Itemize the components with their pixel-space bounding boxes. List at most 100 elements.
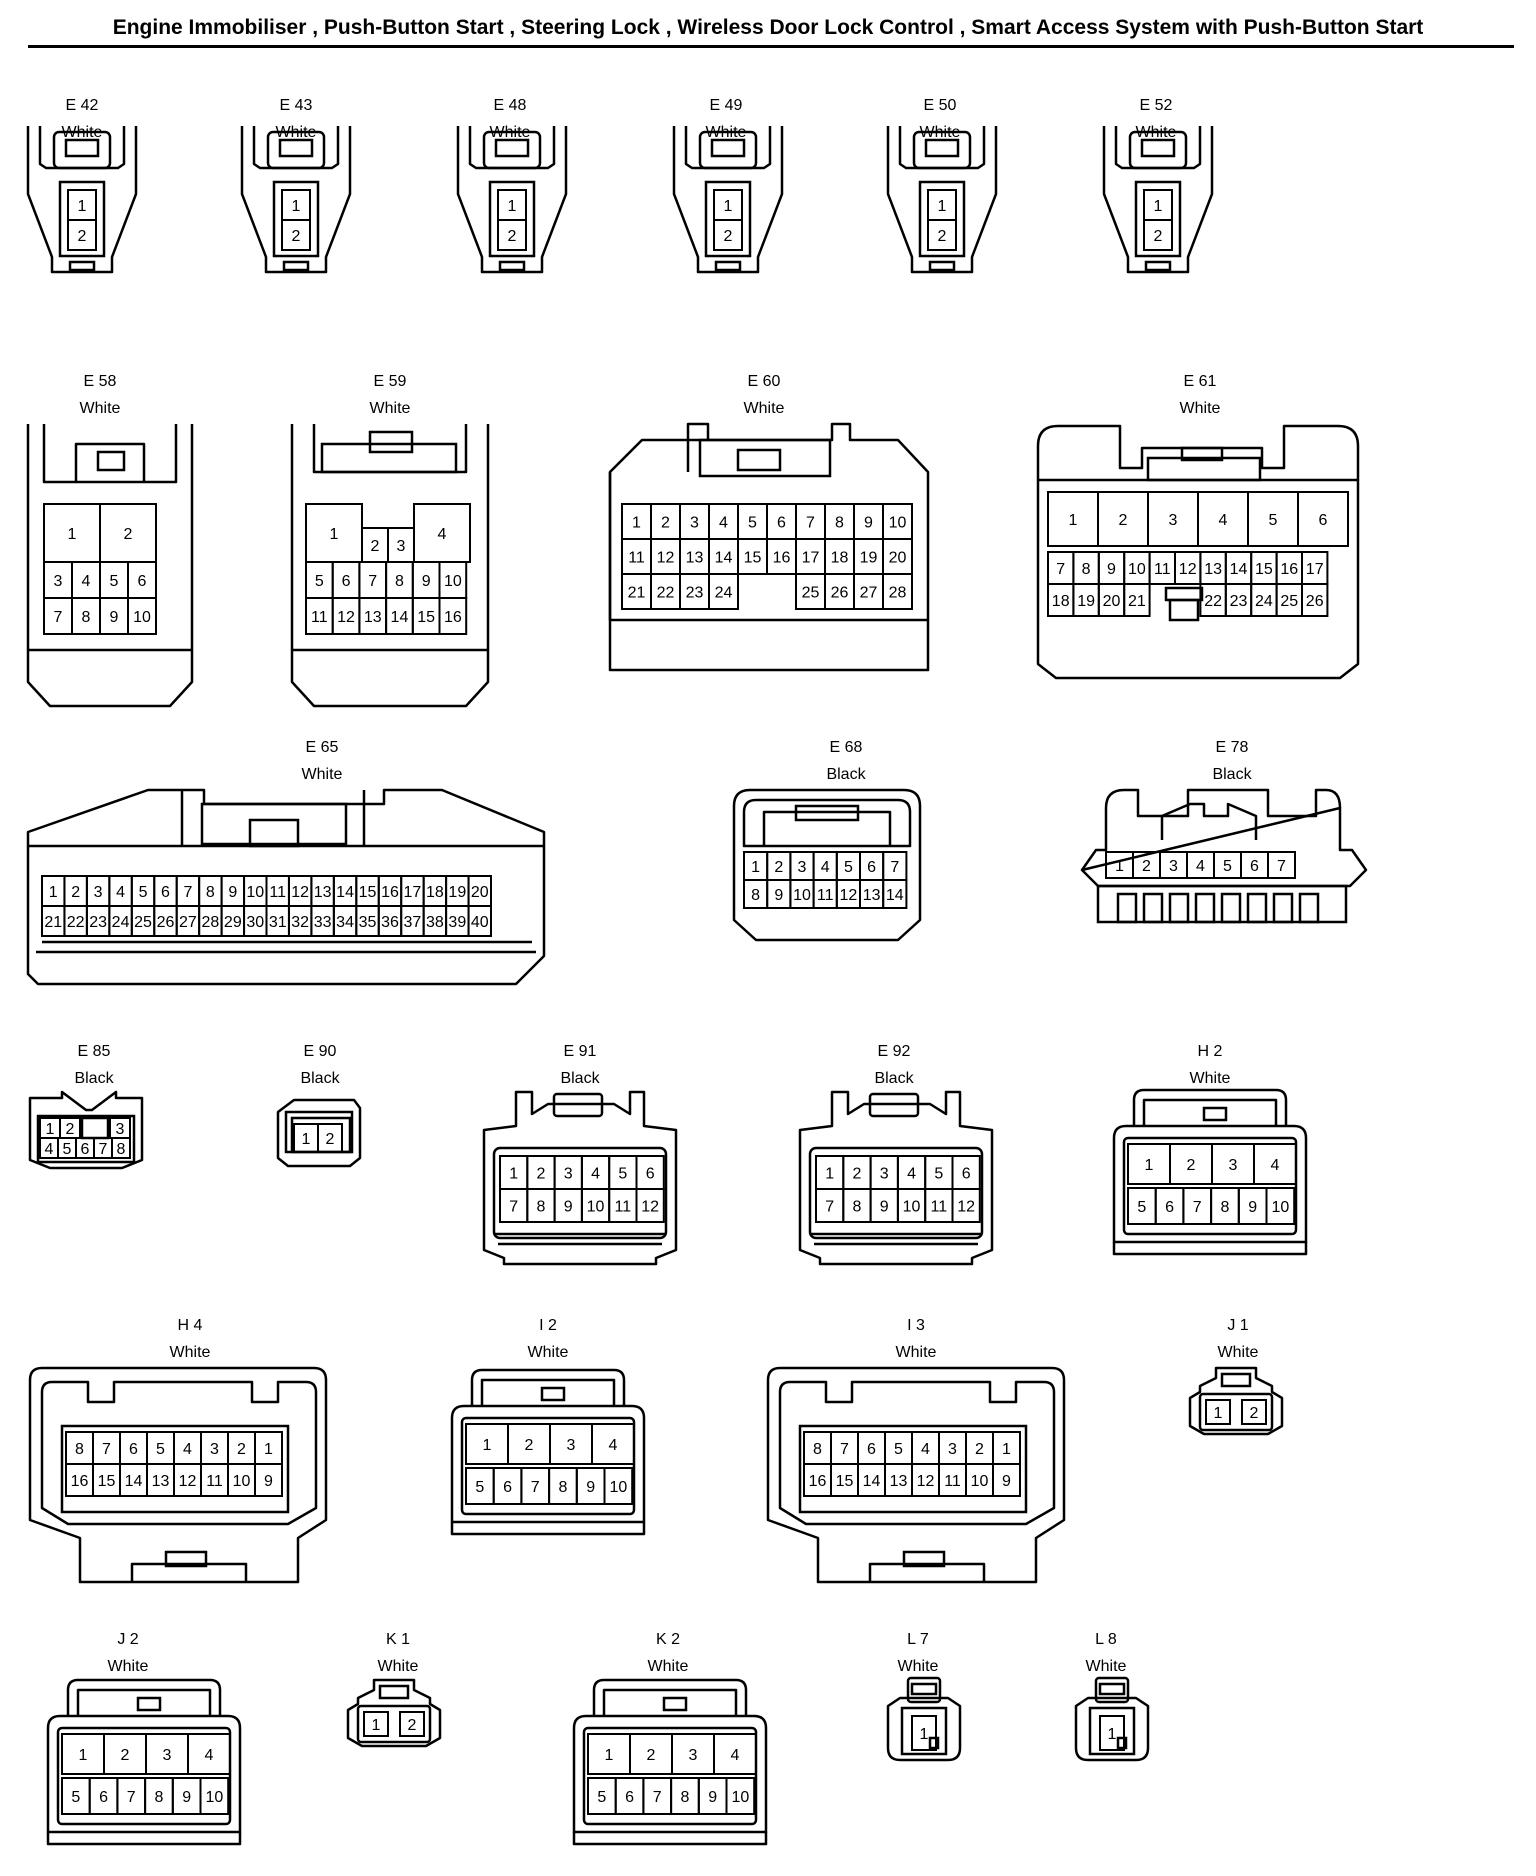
pin-number: 11 — [628, 550, 645, 567]
pin-cell — [882, 573, 913, 610]
pin-number: 11 — [206, 1473, 223, 1490]
pin-number: 2 — [124, 526, 133, 543]
outline — [1112, 1242, 1308, 1256]
outline — [602, 1688, 738, 1716]
pin-number: 10 — [731, 1789, 749, 1806]
pin-number: 8 — [395, 573, 404, 590]
connector-color: White — [1218, 1344, 1259, 1361]
pin-number: 15 — [98, 1473, 116, 1490]
pin-number: 12 — [641, 1199, 659, 1216]
pin-number: 19 — [860, 550, 878, 567]
pin-number: 10 — [587, 1199, 605, 1216]
connector-housing: 12 — [456, 126, 568, 274]
pin-number: 13 — [152, 1473, 170, 1490]
connector-color: White — [898, 1658, 939, 1675]
outline — [1298, 892, 1320, 924]
pin-number: 15 — [359, 884, 377, 901]
outline — [742, 798, 912, 848]
outline — [368, 430, 414, 454]
pin-number: 5 — [475, 1479, 484, 1496]
connector-id: E 59 — [374, 373, 407, 390]
outline — [808, 1146, 984, 1240]
pin-number: 29 — [224, 914, 242, 931]
pin-number: 3 — [564, 1166, 573, 1183]
outline — [672, 126, 784, 274]
outline — [56, 1726, 232, 1826]
outline — [276, 1098, 362, 1168]
connector-id: E 49 — [710, 97, 743, 114]
pin-number: 19 — [448, 884, 466, 901]
pin-number: 10 — [889, 515, 907, 532]
pin-number: 12 — [917, 1473, 935, 1490]
outline — [1140, 138, 1176, 158]
pin-number: 1 — [632, 515, 641, 532]
pin-number: 9 — [864, 515, 873, 532]
pin-number: 13 — [314, 884, 332, 901]
pin-number: 15 — [1255, 561, 1273, 578]
outline — [762, 810, 892, 846]
pin-number: 36 — [381, 914, 399, 931]
outline — [450, 1404, 646, 1524]
connector-id: I 2 — [539, 1317, 557, 1334]
pin-number: 13 — [364, 609, 382, 626]
outline — [714, 260, 742, 272]
pin-number: 10 — [609, 1479, 627, 1496]
pin-number: 7 — [509, 1199, 518, 1216]
pin-cell — [1265, 1187, 1296, 1225]
connector-id: E 60 — [748, 373, 781, 390]
pin-number: 3 — [1169, 858, 1178, 875]
pin-number: 11 — [269, 884, 286, 901]
pin-number: 5 — [63, 1141, 72, 1158]
pin-cell — [199, 1777, 230, 1815]
pin-cell — [992, 1463, 1021, 1497]
connector-id: E 58 — [84, 373, 117, 390]
pin-number: 4 — [591, 1166, 600, 1183]
connector-housing: 12 — [240, 126, 352, 274]
pin-number: 2 — [237, 1441, 246, 1458]
pin-number: 11 — [944, 1473, 961, 1490]
connector-housing: 12 — [672, 126, 784, 274]
connector-id: K 1 — [386, 1631, 410, 1648]
pin-number: 2 — [408, 1717, 417, 1734]
pin-number: 33 — [314, 914, 332, 931]
pin-number: 1 — [302, 1131, 311, 1148]
pin-number: 5 — [894, 1441, 903, 1458]
pin-number: 12 — [657, 550, 675, 567]
pin-number: 1 — [724, 198, 733, 215]
title-underline — [28, 45, 1514, 48]
outline — [346, 1678, 442, 1748]
outline — [1088, 1706, 1136, 1756]
pin-number: 2 — [371, 538, 380, 555]
pin-number: 6 — [503, 1479, 512, 1496]
pin-number: 25 — [802, 585, 820, 602]
connector-id: E 48 — [494, 97, 527, 114]
pin-number: 4 — [82, 573, 91, 590]
connector-color: White — [378, 1658, 419, 1675]
pin-number: 16 — [809, 1473, 827, 1490]
pin-number: 2 — [66, 1121, 75, 1138]
pin-number: 6 — [129, 1441, 138, 1458]
pin-number: 4 — [45, 1141, 54, 1158]
pin-number: 6 — [1250, 858, 1259, 875]
pin-number: 21 — [628, 585, 646, 602]
pin-number: 4 — [921, 1441, 930, 1458]
outline — [1112, 1124, 1308, 1244]
pin-number: 6 — [1319, 512, 1328, 529]
outline — [356, 1704, 432, 1744]
connector-id: L 7 — [907, 1631, 929, 1648]
pin-number: 4 — [731, 1747, 740, 1764]
outline — [130, 1562, 248, 1582]
pin-number: 1 — [605, 1747, 614, 1764]
pin-number: 2 — [1187, 1157, 1196, 1174]
pin-number: 1 — [1115, 858, 1124, 875]
pin-number: 7 — [531, 1479, 540, 1496]
pin-number: 8 — [206, 884, 215, 901]
outline — [248, 818, 300, 848]
pin-number: 1 — [68, 526, 77, 543]
